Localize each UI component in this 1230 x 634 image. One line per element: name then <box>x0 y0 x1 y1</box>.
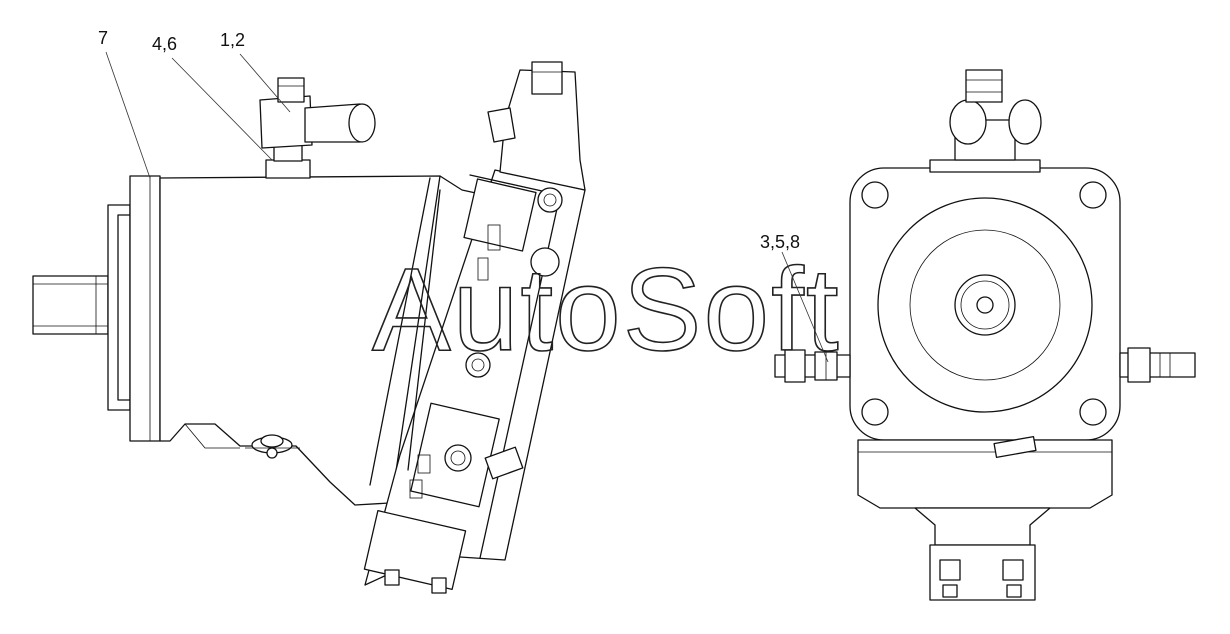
bolt-holes <box>861 181 1107 426</box>
watermark-text: AutoSoft <box>372 244 841 376</box>
lower-body <box>857 435 1113 601</box>
callout-3-5-8: 3,5,8 <box>760 232 800 252</box>
side-view <box>32 61 586 594</box>
callout-1-2: 1,2 <box>220 30 245 50</box>
valve-block <box>363 61 586 594</box>
callout-4-6: 4,6 <box>152 34 177 54</box>
leader-lines <box>105 51 829 363</box>
main-housing <box>159 175 486 506</box>
pilot-rings <box>877 197 1093 413</box>
mounting-flange <box>107 175 161 442</box>
end-view <box>774 69 1196 601</box>
side-fittings <box>774 347 1196 383</box>
top-fitting <box>259 77 376 179</box>
callout-7: 7 <box>98 28 108 48</box>
top-fitting-end <box>929 69 1042 173</box>
shaft <box>32 275 109 335</box>
